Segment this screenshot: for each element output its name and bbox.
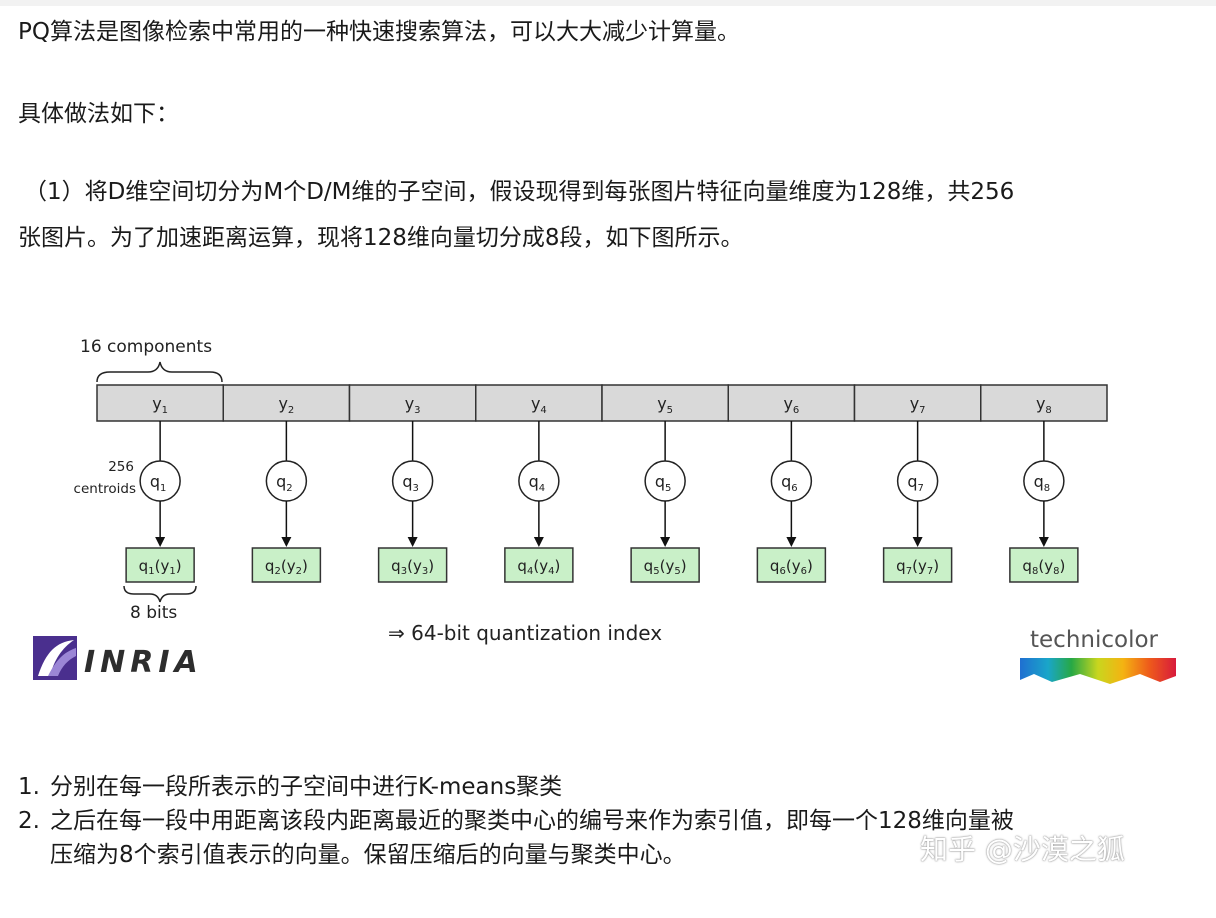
- list-item: 2. 之后在每一段中用距离该段内距离最近的聚类中心的编号来作为索引值，即每一个12…: [18, 804, 1014, 838]
- technicolor-logo: technicolor: [1020, 627, 1176, 684]
- code-label: q3(y3): [391, 557, 434, 577]
- segment-label: y1: [152, 394, 168, 416]
- quantizer-label: q7: [907, 472, 924, 494]
- segment-label: y2: [278, 394, 294, 416]
- list-item: 1. 分别在每一段所表示的子空间中进行K-means聚类: [18, 770, 1014, 804]
- code-box: [882, 547, 953, 583]
- code-box: [1009, 547, 1079, 583]
- code-label: q8(y8): [1022, 557, 1065, 577]
- quantizer-node: [896, 460, 939, 502]
- list-text: 压缩为8个索引值表示的向量。保留压缩后的向量与聚类中心。: [50, 842, 686, 868]
- segment-label: y5: [657, 394, 673, 416]
- bits-brace: [123, 585, 197, 603]
- centroids-label-2: centroids: [74, 481, 136, 497]
- segment-label: y8: [1036, 394, 1052, 416]
- list-number: 2.: [18, 808, 40, 834]
- components-label: 16 components: [80, 337, 212, 357]
- watermark: 知乎 @沙漠之狐: [920, 833, 1125, 866]
- centroids-label-1: 256: [108, 459, 134, 475]
- segment-label: y7: [910, 394, 926, 416]
- quantizer-label: q6: [781, 472, 798, 494]
- segment-box: [222, 384, 351, 422]
- segment-box: [980, 384, 1108, 422]
- code-box: [630, 547, 700, 583]
- list-item: 压缩为8个索引值表示的向量。保留压缩后的向量与聚类中心。: [18, 838, 1014, 872]
- segment-row: y1 q1 q1(y1) y2 q2 q2(y2) y3 q3 q3(y3) y4 q4 q4(y4)…: [96, 384, 1108, 583]
- list-text: 分别在每一段所表示的子空间中进行K-means聚类: [50, 774, 563, 800]
- quantizer-label: q4: [529, 472, 546, 494]
- technicolor-logo-text: technicolor: [1030, 627, 1159, 653]
- segment-box: [853, 384, 982, 422]
- segment-box: [348, 384, 477, 422]
- code-label: q4(y4): [517, 557, 560, 577]
- code-label: q7(y7): [896, 557, 939, 577]
- code-label: q5(y5): [644, 557, 687, 577]
- segment-box: [96, 384, 224, 422]
- code-box: [377, 547, 448, 583]
- top-divider: [0, 0, 1216, 6]
- segment-box: [475, 384, 603, 422]
- inria-logo: INRIA: [33, 636, 203, 680]
- steps-list: 1. 分别在每一段所表示的子空间中进行K-means聚类 2. 之后在每一段中用距离…: [18, 770, 1014, 872]
- inria-logo-text: INRIA: [84, 645, 203, 680]
- code-box: [251, 547, 322, 583]
- code-label: q1(y1): [139, 557, 182, 577]
- quantizer-node: [391, 460, 434, 502]
- quantizer-node: [770, 460, 813, 502]
- code-box: [504, 547, 574, 583]
- quantizer-node: [139, 460, 181, 502]
- quantizer-label: q1: [150, 472, 167, 494]
- code-box: [125, 547, 195, 583]
- code-label: q6(y6): [770, 557, 813, 577]
- segment-label: y6: [783, 394, 799, 416]
- quantization-index-label: ⇒ 64-bit quantization index: [388, 621, 662, 645]
- quantizer-node: [644, 460, 686, 502]
- components-brace: [96, 361, 223, 383]
- bits-label: 8 bits: [130, 603, 177, 623]
- step1-line1: （1）将D维空间切分为M个D/M维的子空间，假设现得到每张图片特征向量维度为12…: [24, 179, 1015, 205]
- segment-label: y3: [405, 394, 421, 416]
- intro-paragraph: PQ算法是图像检索中常用的一种快速搜索算法，可以大大减少计算量。: [18, 19, 740, 45]
- quantizer-label: q2: [276, 472, 293, 494]
- steps-heading: 具体做法如下：: [18, 101, 179, 127]
- code-label: q2(y2): [265, 557, 308, 577]
- quantizer-node: [1023, 460, 1065, 502]
- quantizer-node: [518, 460, 560, 502]
- quantizer-node: [265, 460, 308, 502]
- list-text: 之后在每一段中用距离该段内距离最近的聚类中心的编号来作为索引值，即每一个128维…: [50, 808, 1014, 834]
- quantizer-label: q5: [655, 472, 672, 494]
- quantizer-label: q3: [402, 472, 419, 494]
- list-number: 1.: [18, 774, 40, 800]
- code-box: [756, 547, 827, 583]
- segment-label: y4: [531, 394, 547, 416]
- pq-diagram: 16 components y1 q1 q1(y1) y2 q2 q2(y2) y3 q3 q3…: [33, 337, 1176, 684]
- step1-line2: 张图片。为了加速距离运算，现将128维向量切分成8段，如下图所示。: [18, 225, 744, 251]
- quantizer-label: q8: [1034, 472, 1051, 494]
